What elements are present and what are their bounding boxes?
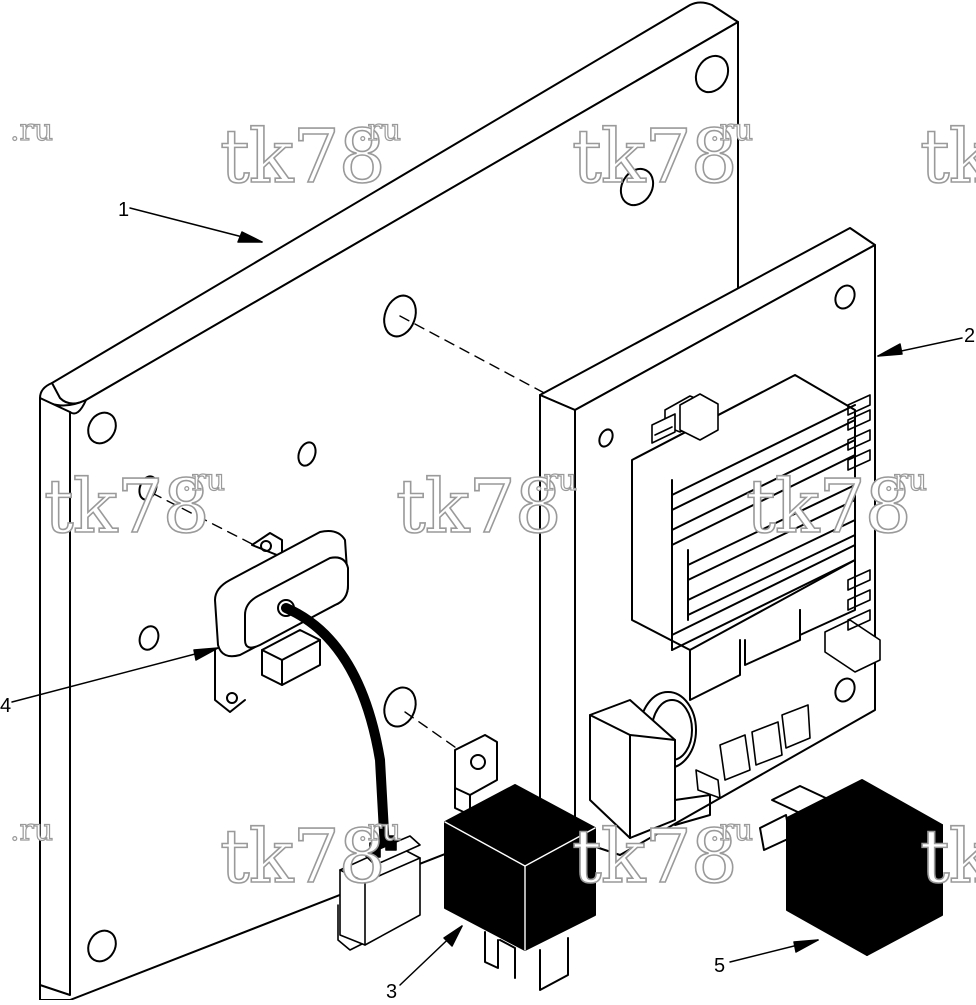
- watermark: tk78: [919, 813, 976, 901]
- relay-3: [444, 734, 596, 991]
- svg-text:tk78: tk78: [920, 814, 976, 900]
- watermark: .ru: [9, 112, 53, 148]
- board-terminals: [651, 393, 881, 799]
- watermark: tk78 .ru: [395, 462, 578, 550]
- svg-text:tk78: tk78: [572, 814, 737, 900]
- watermark: tk78 .ru: [43, 462, 226, 550]
- watermark: tk78 .ru: [219, 812, 402, 900]
- control-board: [539, 227, 881, 856]
- callout-4: 4: [0, 695, 11, 717]
- watermarks: tk78 .ru tk78 .ru tk78 .ru tk78 .ru tk78…: [9, 112, 976, 901]
- relay-5: [759, 779, 943, 956]
- svg-text:tk78: tk78: [396, 464, 561, 550]
- svg-text:.ru: .ru: [534, 463, 577, 498]
- svg-text:tk78: tk78: [220, 814, 385, 900]
- callout-labels: 1 2 3 4 5: [0, 199, 975, 1003]
- callout-2: 2: [964, 325, 975, 347]
- sensor-cable: [281, 603, 390, 855]
- watermark: .ru: [9, 812, 53, 848]
- watermark: tk78 .ru: [219, 112, 402, 200]
- svg-text:.ru: .ru: [358, 813, 401, 848]
- svg-text:.ru: .ru: [710, 813, 753, 848]
- svg-text:tk78: tk78: [746, 464, 911, 550]
- watermark: tk78 .ru: [745, 462, 928, 550]
- callout-1: 1: [118, 199, 129, 221]
- svg-text:.ru: .ru: [10, 113, 53, 148]
- watermark: tk78: [919, 113, 976, 201]
- svg-text:.ru: .ru: [10, 813, 53, 848]
- svg-text:.ru: .ru: [884, 463, 927, 498]
- sensor-module: [214, 530, 349, 713]
- svg-text:.ru: .ru: [358, 113, 401, 148]
- callout-5: 5: [714, 955, 725, 977]
- svg-text:tk78: tk78: [920, 114, 976, 200]
- heatsink-block: [631, 374, 856, 701]
- svg-text:.ru: .ru: [710, 113, 753, 148]
- svg-text:.ru: .ru: [182, 463, 225, 498]
- capacitor: [589, 691, 711, 839]
- callout-3: 3: [386, 981, 397, 1000]
- cable-connector: [337, 835, 421, 951]
- svg-text:tk78: tk78: [572, 114, 737, 200]
- callout-leaders: [11, 207, 963, 986]
- watermark: tk78 .ru: [571, 112, 754, 200]
- svg-text:tk78: tk78: [220, 114, 385, 200]
- watermark: tk78 .ru: [571, 812, 754, 900]
- svg-text:tk78: tk78: [44, 464, 209, 550]
